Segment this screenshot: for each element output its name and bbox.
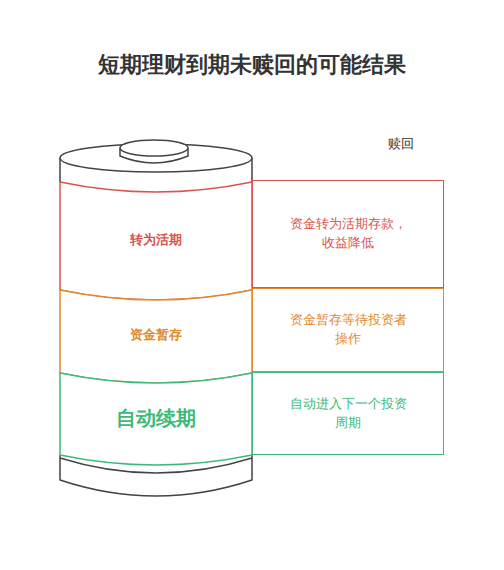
description-text: 自动进入下一个投资周期 xyxy=(286,395,410,433)
description-box: 资金转为活期存款，收益降低 xyxy=(252,180,444,288)
band-text: 转为活期 xyxy=(130,231,182,250)
cylinder-cap-top xyxy=(120,140,188,156)
description-text: 资金转为活期存款，收益降低 xyxy=(286,215,410,253)
cylinder-band: 资金暂存 xyxy=(60,290,252,373)
description-text: 资金暂存等待投资者操作 xyxy=(286,311,410,349)
band-text: 自动续期 xyxy=(116,404,196,433)
cylinder-label: 赎回 xyxy=(388,135,414,153)
cylinder-band: 自动续期 xyxy=(60,373,252,455)
cylinder-band: 转为活期 xyxy=(60,182,252,290)
description-box: 自动进入下一个投资周期 xyxy=(252,372,444,455)
diagram-title: 短期理财到期未赎回的可能结果 xyxy=(0,50,504,80)
band-path xyxy=(60,182,252,300)
description-box: 资金暂存等待投资者操作 xyxy=(252,288,444,372)
band-path xyxy=(60,373,252,465)
band-path xyxy=(60,290,252,383)
band-text: 资金暂存 xyxy=(130,326,182,345)
